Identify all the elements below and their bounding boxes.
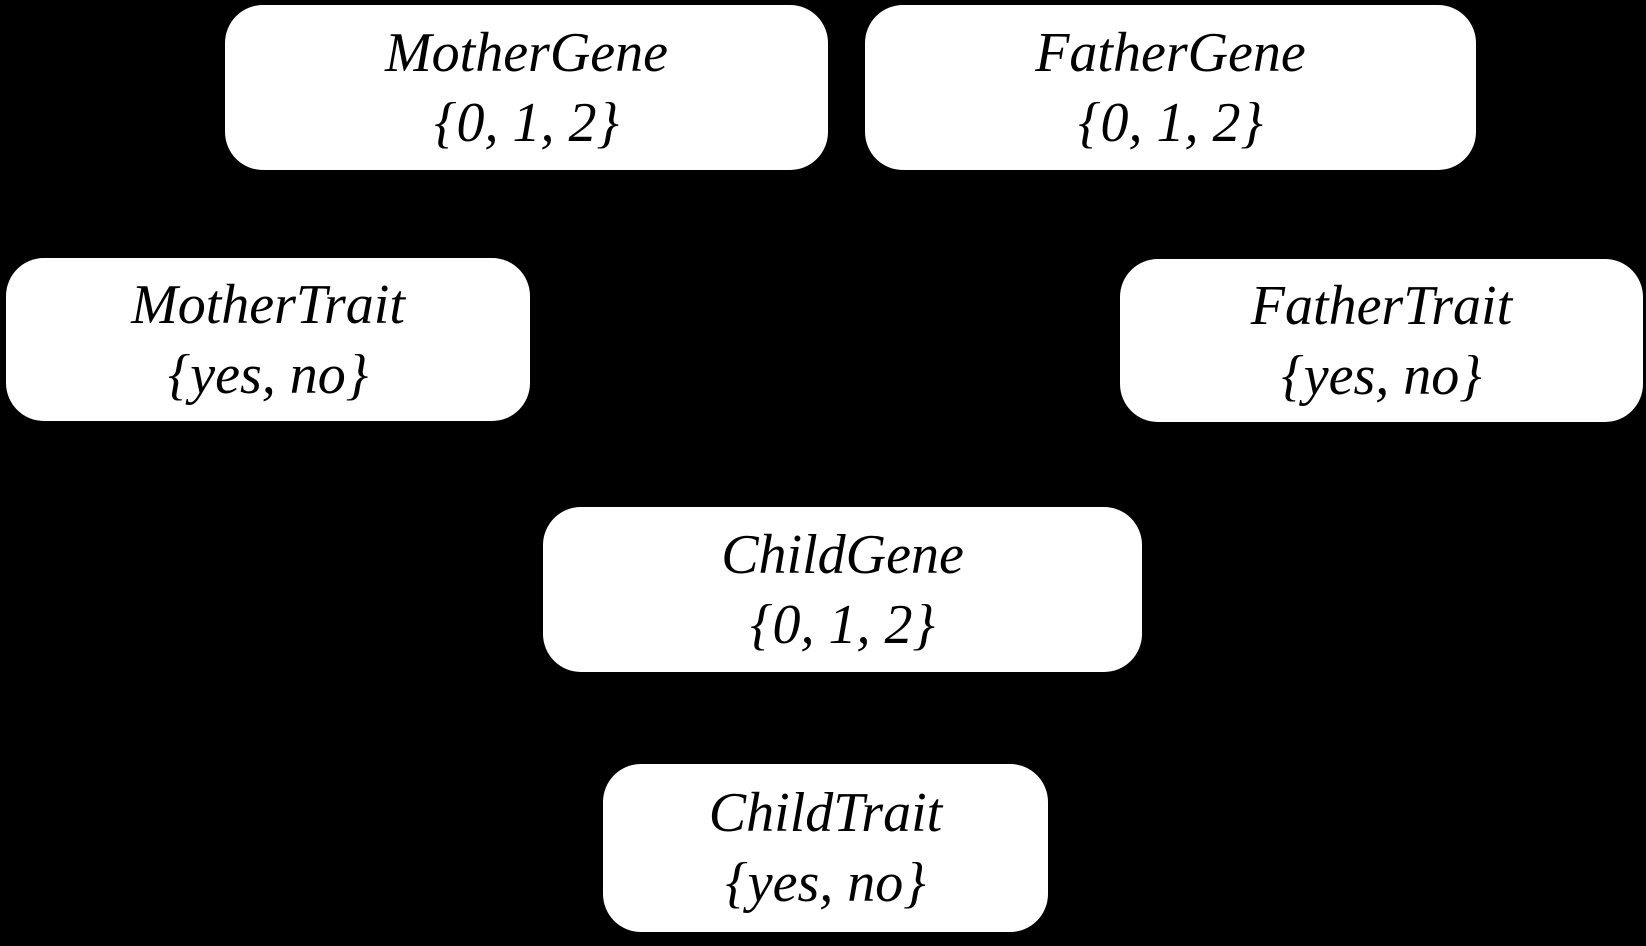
- node-child-gene: ChildGene {0, 1, 2}: [543, 507, 1142, 672]
- node-domain-set: {0, 1, 2}: [1078, 91, 1263, 154]
- node-father-gene: FatherGene {0, 1, 2}: [865, 5, 1476, 170]
- node-label: ChildTrait: [708, 782, 943, 844]
- node-mother-trait: MotherTrait {yes, no}: [6, 258, 530, 421]
- node-mother-gene: MotherGene {0, 1, 2}: [225, 5, 828, 170]
- node-label: MotherTrait: [131, 273, 405, 336]
- node-domain-set: {yes, no}: [1281, 344, 1482, 407]
- node-father-trait: FatherTrait {yes, no}: [1120, 259, 1643, 422]
- node-domain-set: {0, 1, 2}: [434, 91, 619, 154]
- node-label: FatherGene: [1035, 21, 1306, 84]
- node-domain-set: {yes, no}: [167, 343, 369, 406]
- node-domain-set: {0, 1, 2}: [750, 593, 935, 656]
- node-label: MotherGene: [384, 21, 668, 84]
- node-label: FatherTrait: [1250, 274, 1513, 337]
- node-label: ChildGene: [721, 523, 964, 586]
- node-domain-set: {yes, no}: [725, 852, 926, 914]
- node-child-trait: ChildTrait {yes, no}: [603, 764, 1048, 932]
